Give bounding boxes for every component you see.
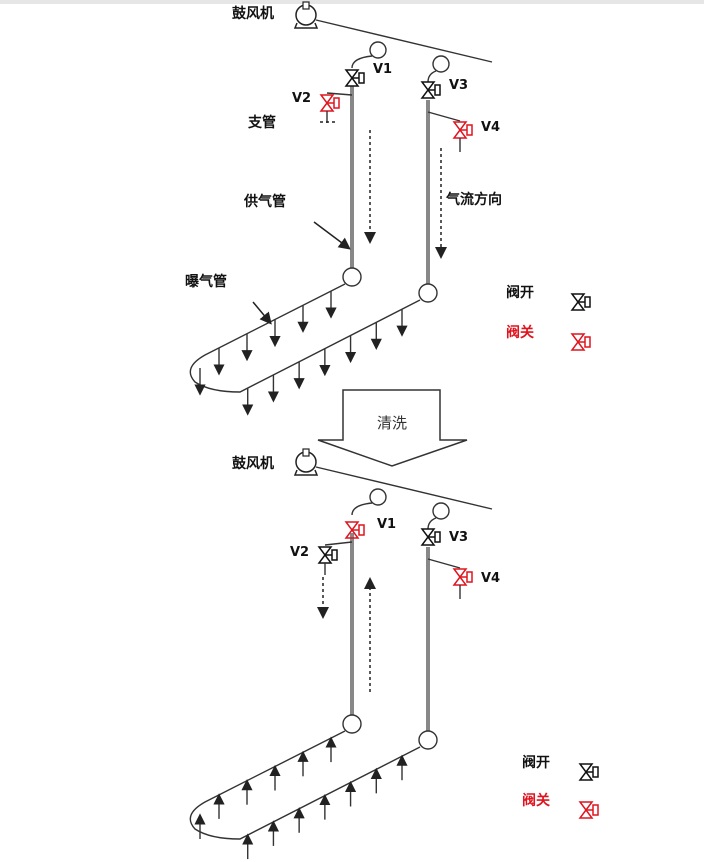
legend-open-valve-icon xyxy=(571,293,591,311)
legend-closed-label: 阀关 xyxy=(506,324,534,341)
pipe-connector xyxy=(427,70,437,83)
pipe-joint xyxy=(418,283,438,303)
aeration-pipe-loop xyxy=(189,283,421,393)
wash-operation-diagram xyxy=(189,448,493,860)
blower-label: 鼓风机 xyxy=(232,5,274,22)
aeration-pipe-loop xyxy=(189,730,421,840)
branch-pipe xyxy=(326,92,353,96)
pipe-joint xyxy=(432,55,450,73)
valve-v1-icon xyxy=(345,521,365,539)
supply-pipe-pointer-arrow xyxy=(313,221,351,250)
valve-v1-label-bottom: V1 xyxy=(377,517,396,532)
pipe-joint xyxy=(342,714,362,734)
blower-icon xyxy=(294,1,318,29)
pipe-joint xyxy=(369,488,387,506)
main-air-pipe xyxy=(315,19,493,63)
supply-pipe-label: 供气管 xyxy=(243,193,286,210)
top-border xyxy=(0,0,704,4)
pipe-connector xyxy=(351,502,373,516)
legend-open-label-bottom: 阀开 xyxy=(522,754,550,771)
valve-v3-icon xyxy=(421,528,441,546)
valve-v3-label: V3 xyxy=(449,78,468,93)
valve-v3-icon xyxy=(421,81,441,99)
pipe-joint xyxy=(342,267,362,287)
legend-open-valve-icon-bottom xyxy=(579,763,599,781)
legend-closed-valve-icon-bottom xyxy=(579,801,599,819)
valve-v1-label: V1 xyxy=(373,62,392,77)
blower-icon xyxy=(294,448,318,476)
valve-v3-label-bottom: V3 xyxy=(449,530,468,545)
valve-v4-icon xyxy=(453,568,473,586)
pipe-joint xyxy=(418,730,438,750)
airflow-direction-label: 气流方向 xyxy=(445,191,502,208)
valve-v2-label: V2 xyxy=(292,91,311,106)
legend-closed-label-bottom: 阀关 xyxy=(522,792,550,809)
aeration-pipe-pointer-arrow xyxy=(252,301,272,325)
wash-transition-arrow xyxy=(317,389,468,467)
branch-pipe xyxy=(427,558,461,569)
valve-v4-icon xyxy=(453,121,473,139)
branch-pipe-label: 支管 xyxy=(247,114,276,131)
branch-pipe xyxy=(324,541,353,546)
valve-v4-label-bottom: V4 xyxy=(481,571,500,586)
normal-operation-diagram xyxy=(189,1,493,416)
valve-v1-icon xyxy=(345,69,365,87)
valve-v2-icon xyxy=(318,546,338,564)
legend-closed-valve-icon xyxy=(571,333,591,351)
pipe-joint xyxy=(369,41,387,59)
blower-label-bottom: 鼓风机 xyxy=(232,455,274,472)
branch-pipe xyxy=(427,111,461,122)
valve-v4-label: V4 xyxy=(481,120,500,135)
valve-v2-icon xyxy=(320,94,340,112)
pipe-connector xyxy=(351,55,373,69)
main-air-pipe xyxy=(315,466,493,510)
wash-label: 清洗 xyxy=(377,414,407,432)
aeration-pipe-label: 曝气管 xyxy=(185,273,227,290)
legend-open-label: 阀开 xyxy=(506,284,534,301)
valve-v2-label-bottom: V2 xyxy=(290,545,309,560)
pipe-joint xyxy=(432,502,450,520)
pipe-connector xyxy=(427,517,437,530)
